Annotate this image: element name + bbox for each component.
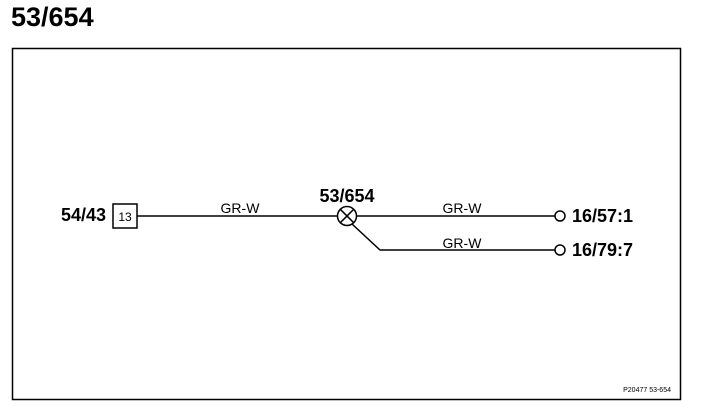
- connector-pin-number: 13: [118, 210, 132, 224]
- wire-label-upper: GR-W: [443, 200, 483, 216]
- splice-icon: [336, 205, 358, 227]
- wire-label-left: GR-W: [221, 200, 261, 216]
- splice-label: 53/654: [319, 186, 374, 206]
- figure-reference-code: P20477 53-654: [623, 387, 671, 394]
- terminal-label-lower: 16/79:7: [572, 240, 633, 260]
- diagram-frame: [11, 47, 682, 401]
- terminal-label-upper: 16/57:1: [572, 206, 633, 226]
- connector-pin-box: [112, 203, 138, 229]
- left-connector-label: 54/43: [61, 205, 106, 225]
- terminal-open-circle-icon: [554, 244, 566, 256]
- wire-label-lower: GR-W: [443, 235, 483, 251]
- terminal-open-circle-icon: [554, 210, 566, 222]
- wire-segment-lower: [351, 223, 555, 251]
- page-title: 53/654: [11, 2, 94, 32]
